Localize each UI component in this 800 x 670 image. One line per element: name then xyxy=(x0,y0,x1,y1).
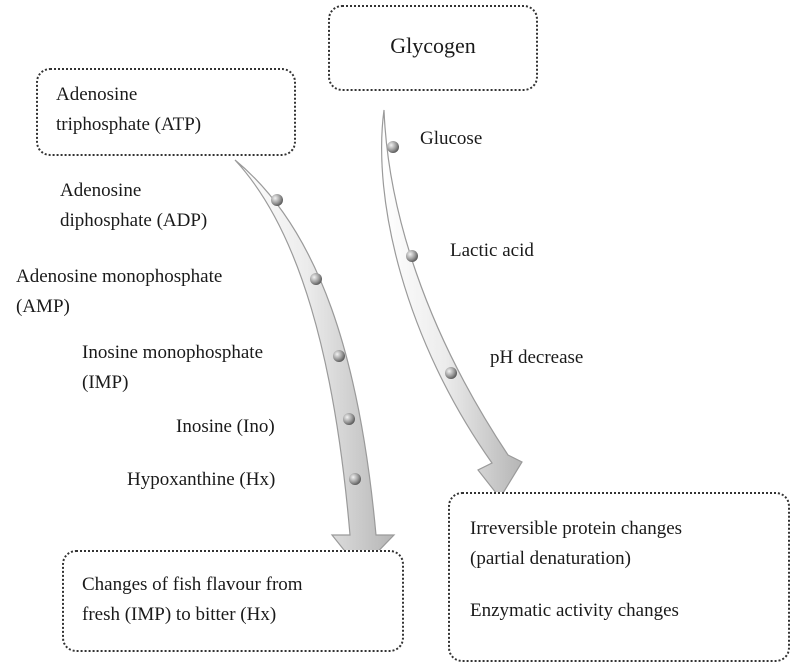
adp-node-marker xyxy=(271,194,283,206)
imp-label: Inosine monophosphate (IMP) xyxy=(82,342,264,393)
ino-label: Inosine (Ino) xyxy=(176,416,275,437)
glycogen-pathway-arrow xyxy=(381,109,523,500)
atp-label: Adenosine triphosphate (ATP) xyxy=(56,84,202,135)
flavour-label: Changes of fish flavour from fresh (IMP)… xyxy=(82,574,303,625)
glycogen-box: Glycogen xyxy=(328,5,538,91)
ph-node-marker xyxy=(445,367,457,379)
amp-node-marker xyxy=(310,273,322,285)
glycogen-label: Glycogen xyxy=(390,33,476,58)
imp-node-marker xyxy=(333,350,345,362)
flavour-box: Changes of fish flavour from fresh (IMP)… xyxy=(62,550,404,652)
atp-box: Adenosine triphosphate (ATP) xyxy=(36,68,296,156)
glucose-label: Glucose xyxy=(420,128,483,149)
hx-node-marker xyxy=(349,473,361,485)
adp-label: Adenosine diphosphate (ADP) xyxy=(60,180,208,231)
glucose-node-marker xyxy=(387,141,399,153)
ph-decrease-label: pH decrease xyxy=(490,347,584,368)
protein-label: Irreversible protein changes (partial de… xyxy=(470,518,683,569)
lactic-node-marker xyxy=(406,250,418,262)
enzymatic-label: Enzymatic activity changes xyxy=(470,600,679,621)
hx-label: Hypoxanthine (Hx) xyxy=(127,469,276,490)
ino-node-marker xyxy=(343,413,355,425)
lactic-acid-label: Lactic acid xyxy=(450,240,534,261)
amp-label: Adenosine monophosphate (AMP) xyxy=(16,266,223,317)
outcome-box: Irreversible protein changes (partial de… xyxy=(448,492,790,662)
